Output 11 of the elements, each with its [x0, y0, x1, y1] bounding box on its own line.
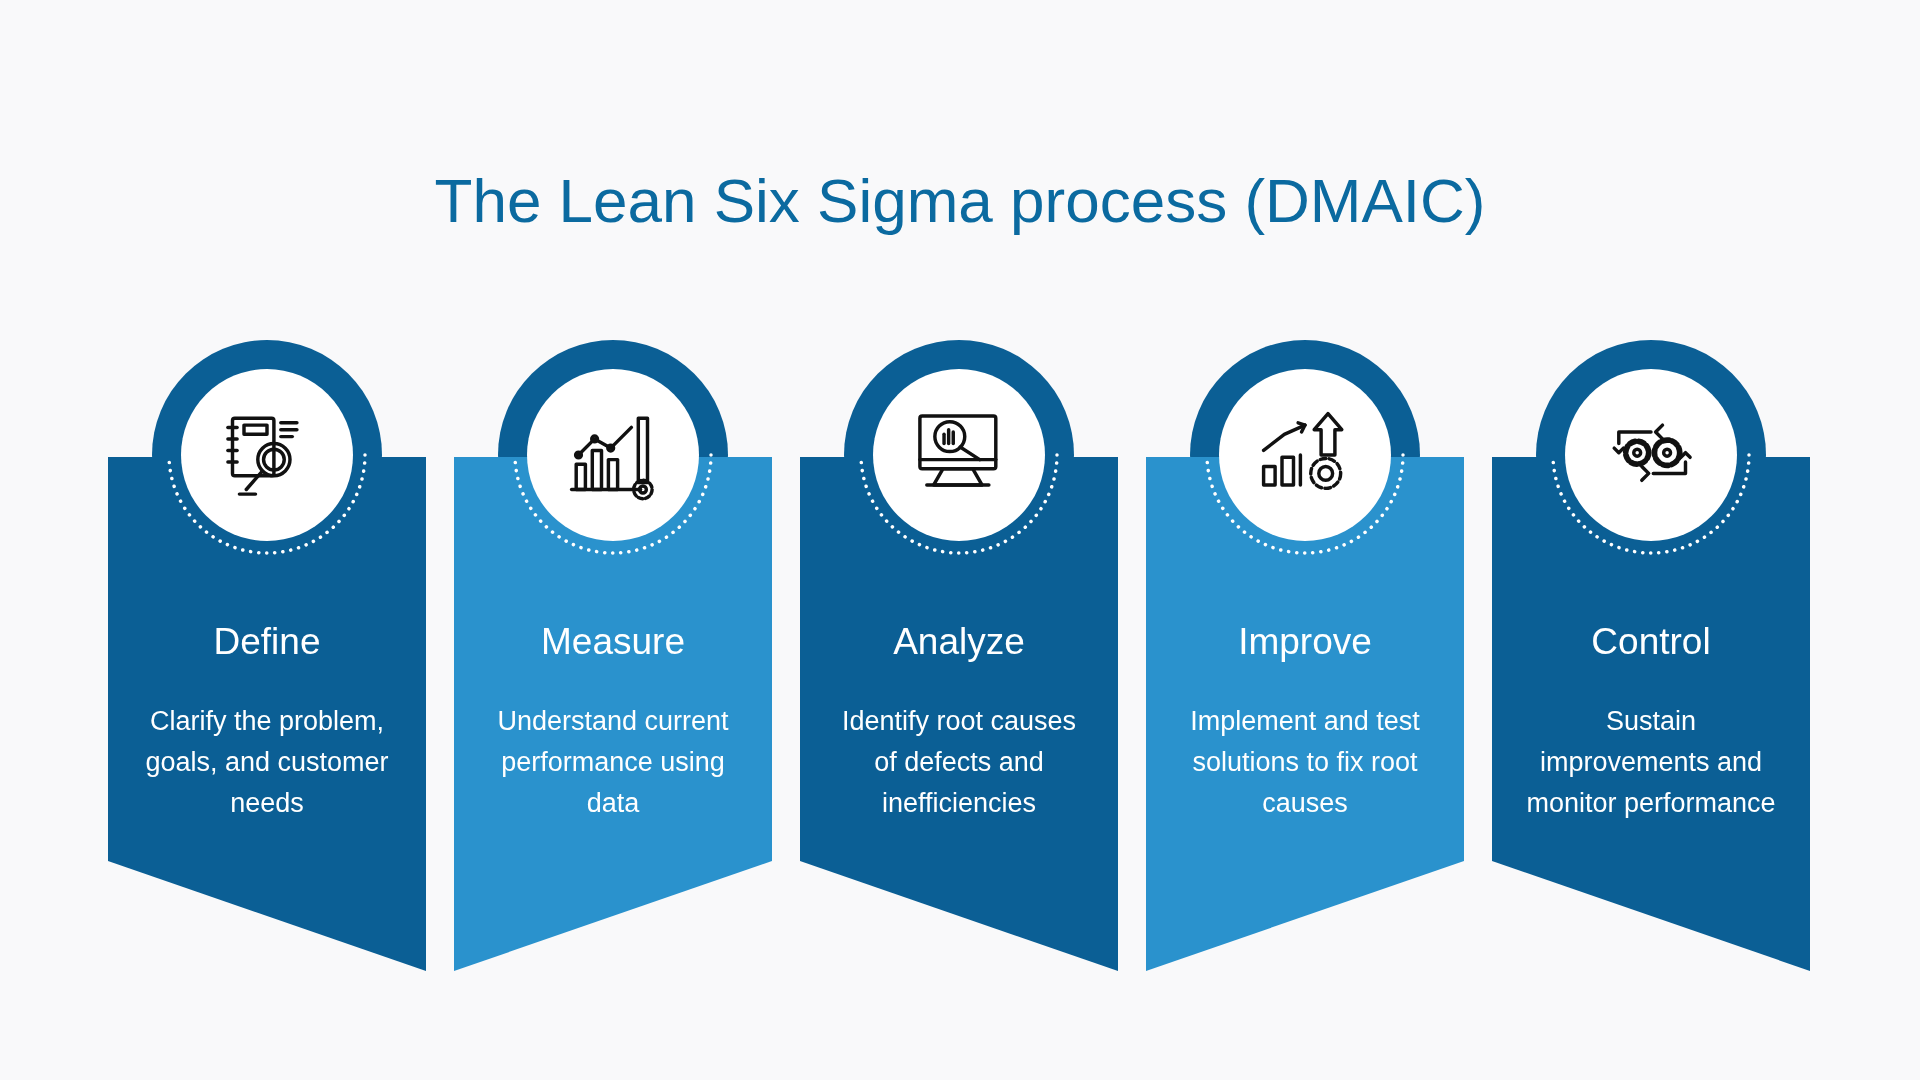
- step-description: Sustain improvements and monitor performance: [1526, 706, 1776, 818]
- step-heading: Improve: [1238, 621, 1372, 662]
- step-heading: Control: [1591, 621, 1711, 662]
- step-description: Identify root causes of defects and inefficiencies: [841, 706, 1077, 818]
- step-description: Clarify the problem, goals, and customer needs: [145, 706, 389, 818]
- step-description: Implement and test solutions to fix root causes: [1190, 706, 1420, 818]
- step-heading: Analyze: [893, 621, 1025, 662]
- step-heading: Define: [213, 621, 321, 662]
- step-description: Understand current performance using data: [497, 706, 729, 818]
- step-heading: Measure: [541, 621, 685, 662]
- title: The Lean Six Sigma process (DMAIC): [434, 166, 1486, 235]
